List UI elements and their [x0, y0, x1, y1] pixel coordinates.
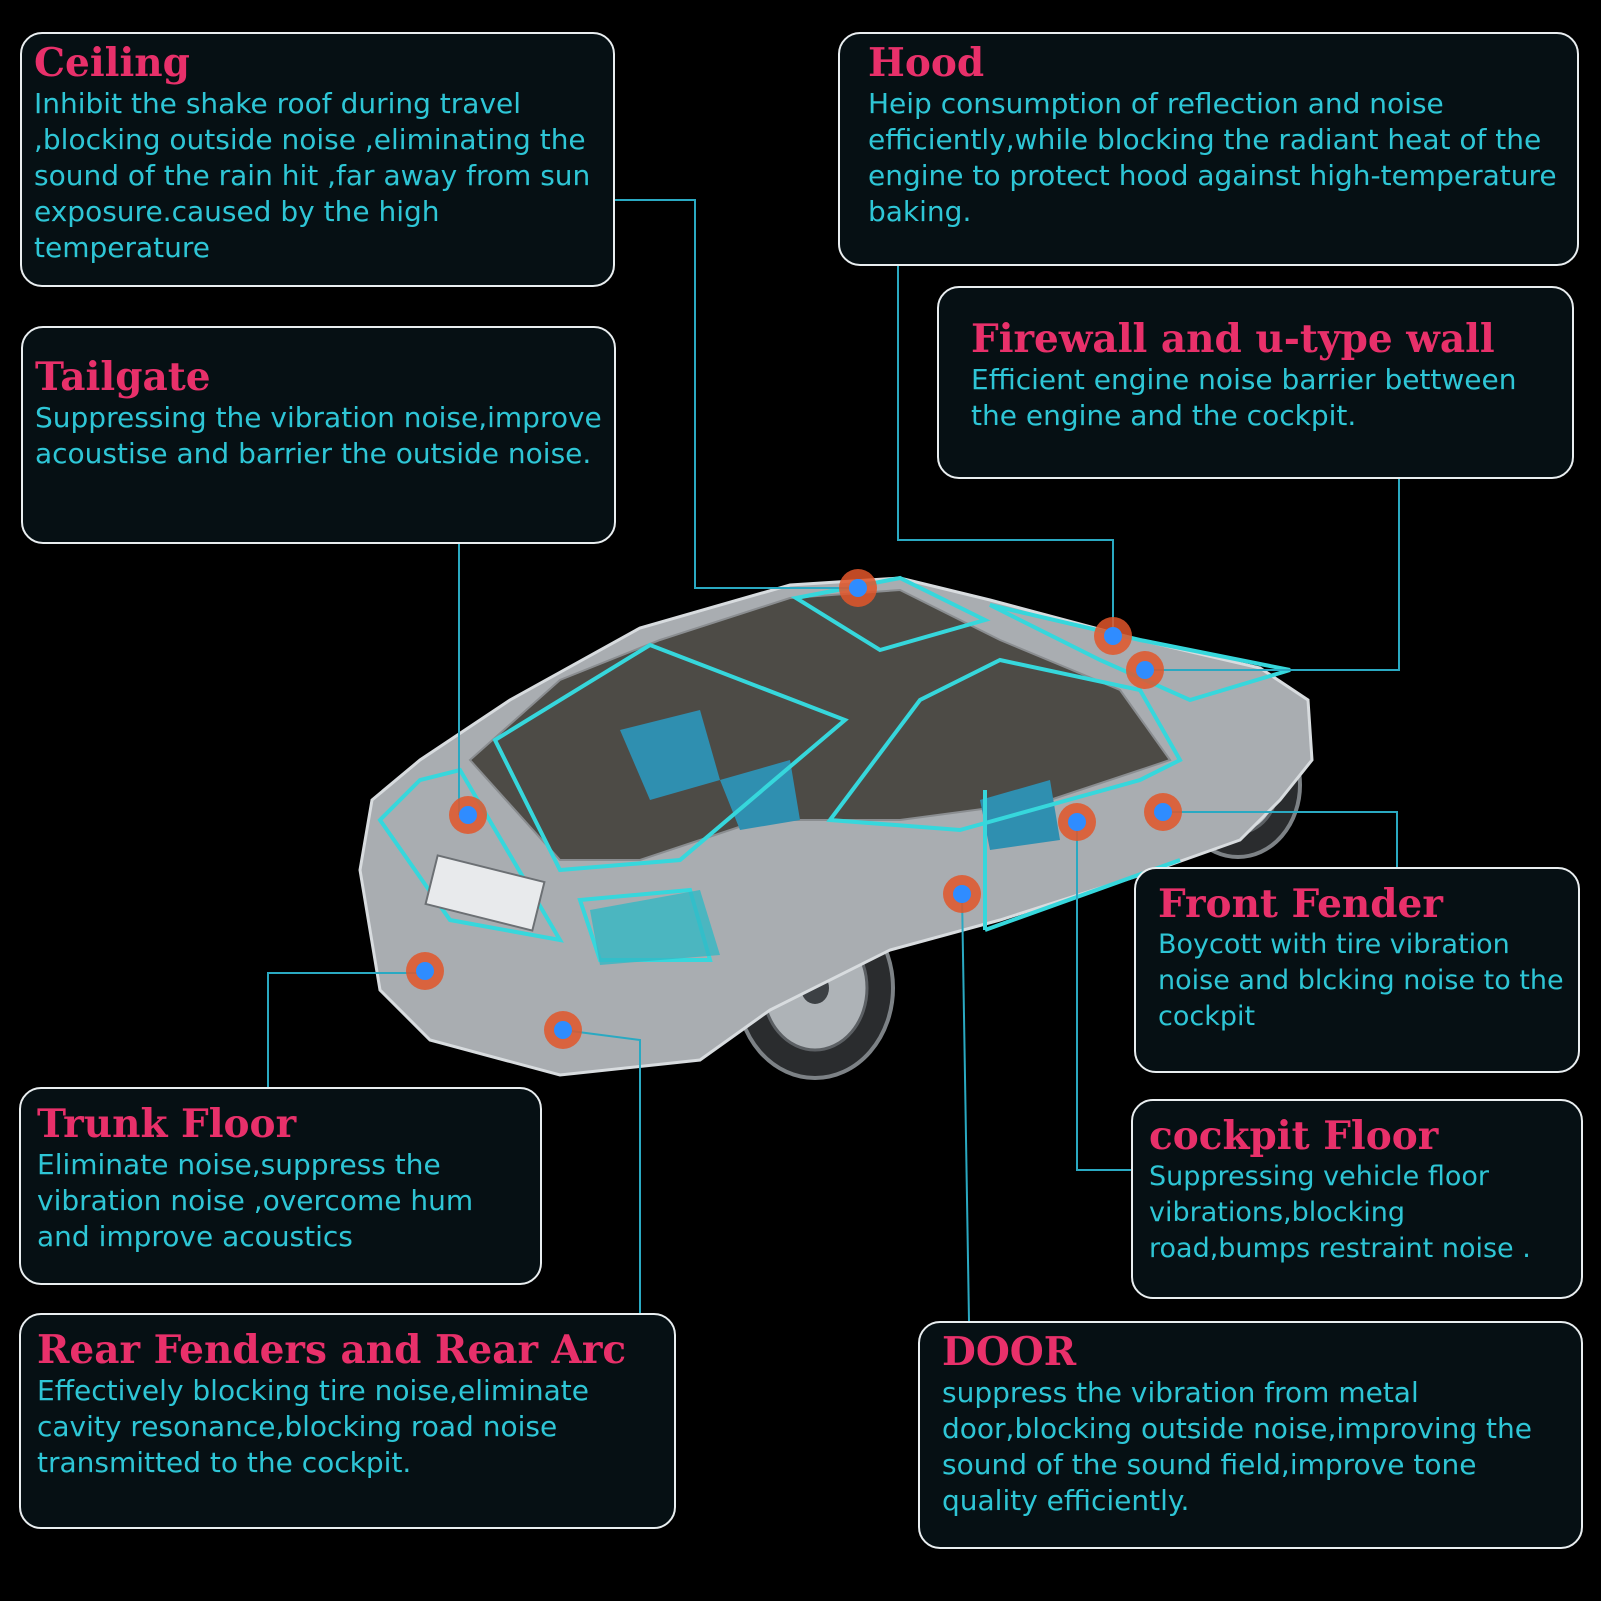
callout-firewall: Firewall and u-type wall Efficient engin… — [937, 286, 1574, 479]
rear-light — [590, 890, 720, 965]
callout-title: cockpit Floor — [1149, 1113, 1439, 1159]
connector-hood — [897, 266, 1114, 636]
marker-door — [943, 875, 981, 913]
callout-description: Heip consumption of reflection and noise… — [868, 87, 1557, 228]
markers — [406, 569, 1182, 1049]
connector-rear-fender — [562, 1029, 641, 1313]
connector-front-fender — [1163, 811, 1398, 867]
callout-trunk-floor: Trunk Floor Eliminate noise,suppress the… — [19, 1087, 542, 1285]
callout-front-fender: Front Fender Boycott with tire vibration… — [1134, 867, 1580, 1073]
marker-tailgate — [449, 796, 487, 834]
callout-description: Eliminate noise,suppress the vibration n… — [37, 1148, 474, 1253]
callout-title: Ceiling — [34, 40, 190, 86]
connector-trunk-floor — [267, 972, 425, 1087]
connector-firewall — [1145, 479, 1400, 671]
marker-front-fender — [1144, 793, 1182, 831]
marker-cockpit-floor — [1058, 803, 1096, 841]
callout-title: DOOR — [942, 1329, 1077, 1375]
callout-tailgate: Tailgate Suppressing the vibration noise… — [21, 326, 616, 544]
callout-cockpit-floor: cockpit Floor Suppressing vehicle floor … — [1131, 1099, 1583, 1299]
callout-description: Boycott with tire vibration noise and bl… — [1158, 929, 1564, 1032]
callout-title: Front Fender — [1158, 881, 1443, 927]
marker-rear-fender — [544, 1011, 582, 1049]
marker-hood — [1094, 617, 1132, 655]
callout-ceiling: Ceiling Inhibit the shake roof during tr… — [20, 32, 615, 287]
callout-description: Suppressing the vibration noise,improve … — [35, 401, 602, 470]
marker-trunk-floor — [406, 952, 444, 990]
callout-description: Efficient engine noise barrier bettween … — [971, 363, 1517, 432]
callout-description: Effectively blocking tire noise,eliminat… — [37, 1374, 590, 1479]
marker-firewall — [1126, 651, 1164, 689]
connector-ceiling — [615, 199, 858, 589]
car-illustration — [358, 575, 1314, 1080]
callout-door: DOOR suppress the vibration from metal d… — [918, 1321, 1583, 1549]
callout-hood: Hood Heip consumption of reflection and … — [838, 32, 1579, 266]
callout-title: Rear Fenders and Rear Arc — [37, 1327, 627, 1373]
callout-description: Suppressing vehicle floor vibrations,blo… — [1149, 1161, 1531, 1264]
connector-door — [961, 893, 970, 1322]
connector-cockpit-floor — [1076, 822, 1131, 1171]
connector-lines — [267, 199, 1400, 1322]
callout-title: Firewall and u-type wall — [971, 316, 1495, 362]
callout-title: Trunk Floor — [37, 1101, 297, 1147]
callout-title: Hood — [868, 40, 985, 86]
car-cabin — [468, 588, 1172, 861]
callout-description: suppress the vibration from metal door,b… — [942, 1376, 1533, 1517]
callout-description: Inhibit the shake roof during travel ,bl… — [34, 87, 591, 264]
callout-title: Tailgate — [35, 354, 211, 400]
license-plate — [424, 854, 546, 932]
callout-rear-fender: Rear Fenders and Rear Arc Effectively bl… — [19, 1313, 676, 1529]
marker-ceiling — [839, 569, 877, 607]
